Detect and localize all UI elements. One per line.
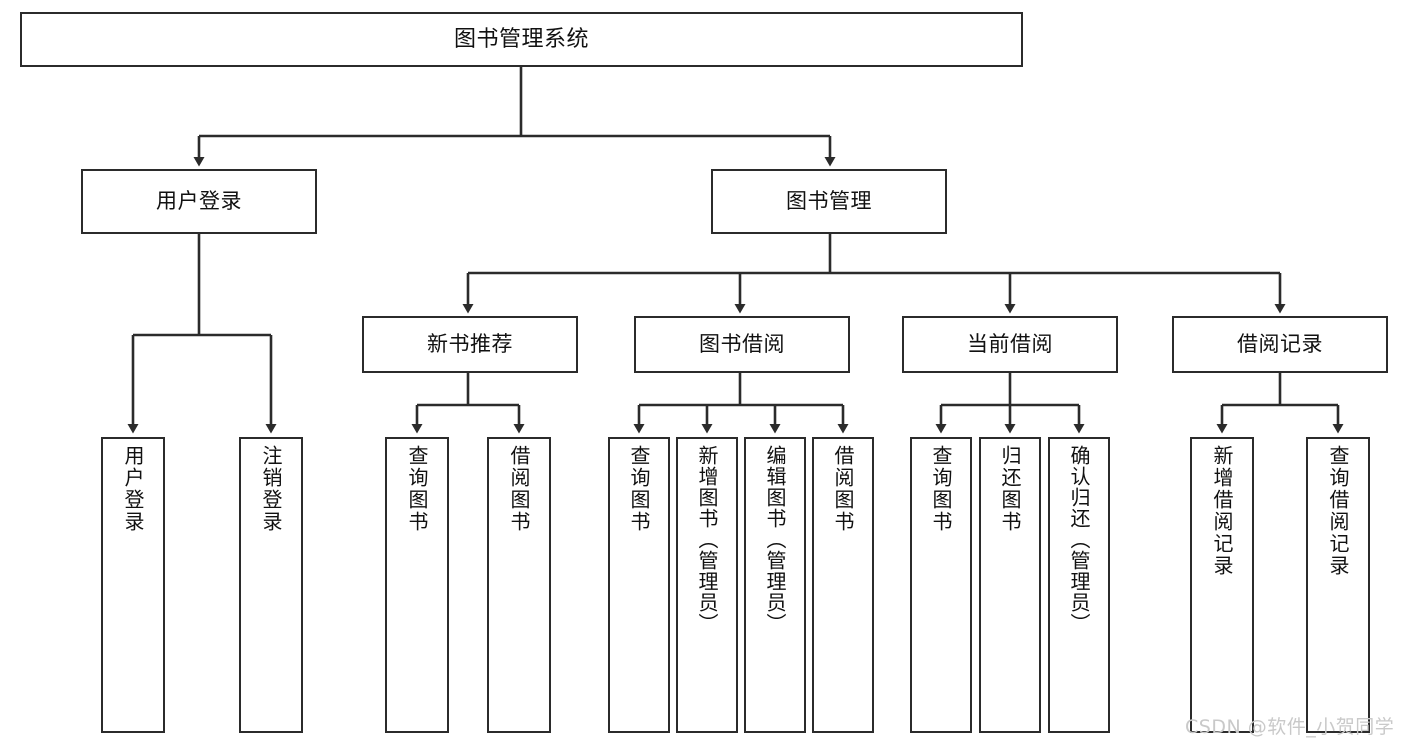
- leaf-add-borrow-record[interactable]: 新增借阅记录: [1190, 437, 1254, 733]
- node-book-management[interactable]: 图书管理: [711, 169, 947, 234]
- node-current-borrow[interactable]: 当前借阅: [902, 316, 1118, 373]
- leaf-borrow-book-newbook[interactable]: 借阅图书: [487, 437, 551, 733]
- node-label: 用户登录: [121, 445, 145, 533]
- leaf-query-book-borrow[interactable]: 查询图书: [608, 437, 670, 733]
- node-label: 查询图书: [405, 445, 429, 533]
- node-label: 查询图书: [929, 445, 953, 533]
- node-label: 新增图书（管理员）: [695, 445, 719, 634]
- watermark: CSDN @软件_小贺同学: [1185, 716, 1395, 738]
- node-label: 图书管理: [786, 189, 872, 214]
- node-label: 借阅图书: [831, 445, 855, 533]
- node-label: 用户登录: [156, 189, 242, 214]
- node-label: 图书管理系统: [453, 26, 589, 52]
- node-label: 图书借阅: [699, 332, 785, 357]
- node-user-login[interactable]: 用户登录: [81, 169, 317, 234]
- node-label: 借阅图书: [507, 445, 531, 533]
- node-label: 注销登录: [259, 445, 283, 533]
- leaf-add-book-admin[interactable]: 新增图书（管理员）: [676, 437, 738, 733]
- leaf-query-book-newbook[interactable]: 查询图书: [385, 437, 449, 733]
- node-label: 新增借阅记录: [1210, 445, 1234, 577]
- node-label: 新书推荐: [427, 332, 513, 357]
- node-label: 确认归还（管理员）: [1067, 445, 1091, 634]
- leaf-borrow-book[interactable]: 借阅图书: [812, 437, 874, 733]
- node-book-borrow[interactable]: 图书借阅: [634, 316, 850, 373]
- leaf-user-login[interactable]: 用户登录: [101, 437, 165, 733]
- node-borrow-record[interactable]: 借阅记录: [1172, 316, 1388, 373]
- leaf-query-borrow-record[interactable]: 查询借阅记录: [1306, 437, 1370, 733]
- node-label: 当前借阅: [967, 332, 1053, 357]
- node-label: 归还图书: [998, 445, 1022, 533]
- node-label: 查询图书: [627, 445, 651, 533]
- leaf-return-book[interactable]: 归还图书: [979, 437, 1041, 733]
- leaf-logout[interactable]: 注销登录: [239, 437, 303, 733]
- node-label: 编辑图书（管理员）: [763, 445, 787, 634]
- leaf-confirm-return-admin[interactable]: 确认归还（管理员）: [1048, 437, 1110, 733]
- leaf-query-book-current[interactable]: 查询图书: [910, 437, 972, 733]
- node-root-system[interactable]: 图书管理系统: [20, 12, 1023, 67]
- node-new-book-recommend[interactable]: 新书推荐: [362, 316, 578, 373]
- node-label: 借阅记录: [1237, 332, 1323, 357]
- node-label: 查询借阅记录: [1326, 445, 1350, 577]
- leaf-edit-book-admin[interactable]: 编辑图书（管理员）: [744, 437, 806, 733]
